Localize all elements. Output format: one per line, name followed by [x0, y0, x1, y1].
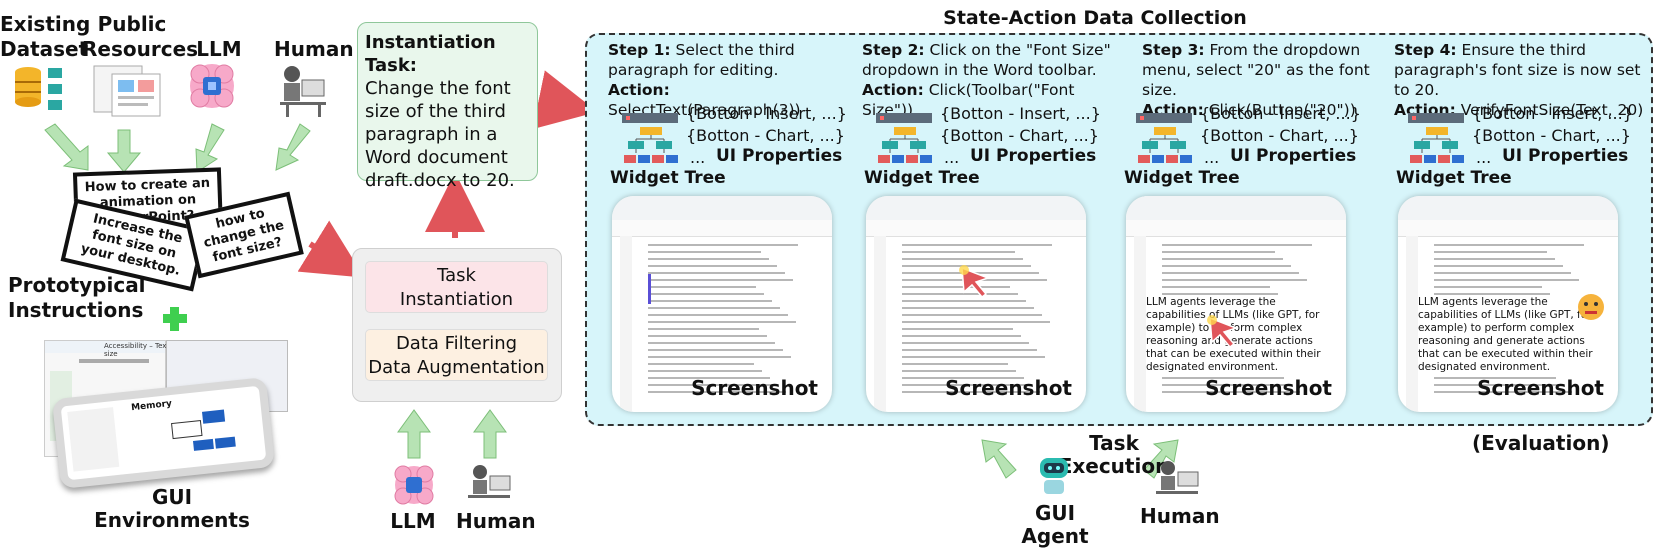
bottom-human-label: Human — [456, 509, 536, 533]
step-1-text: Select the third paragraph for editing. — [608, 41, 795, 79]
database-icon — [15, 67, 62, 110]
red-flow-arrows — [297, 70, 598, 278]
screenshot-label: Screenshot — [1205, 376, 1332, 400]
step-4-description: Step 4: Ensure the third paragraph's fon… — [1394, 40, 1650, 120]
person-at-desk-icon — [280, 66, 326, 117]
ui-property-ellipsis: ... — [690, 148, 706, 167]
bottom-task-human-label: Human — [1140, 504, 1220, 528]
person-at-desk-icon — [1156, 461, 1199, 494]
text-cursor-icon — [648, 274, 656, 304]
widget-tree-label: Widget Tree — [864, 168, 980, 188]
ui-property-line: {Botton - Chart, ...} — [940, 126, 1099, 145]
ui-properties-label: UI Properties — [1230, 146, 1357, 166]
source-public-resources-label: Public Resources — [82, 12, 199, 61]
ui-property-ellipsis: ... — [1476, 148, 1492, 167]
person-at-desk-icon — [468, 465, 511, 498]
ui-property-line: {Botton - Chart, ...} — [686, 126, 845, 145]
data-filtering-augmentation-stage: Data Filtering Data Augmentation — [365, 329, 548, 381]
step-4-title: Step 4: — [1394, 41, 1457, 59]
screenshot-label: Screenshot — [945, 376, 1072, 400]
documents-icon — [93, 65, 161, 117]
screenshot-card-step-3: LLM agents leverage the capabilities of … — [1126, 196, 1346, 412]
slide-title: Memory — [130, 398, 173, 414]
widget-tree-icon — [1408, 113, 1464, 163]
step-1-title: Step 1: — [608, 41, 671, 59]
ui-properties-label: UI Properties — [970, 146, 1097, 166]
ui-property-line: {Botton - Insert, ...} — [1472, 104, 1633, 123]
task-instantiation-stage: Task Instantiation — [365, 261, 548, 313]
click-cursor-icon — [959, 265, 991, 299]
source-to-notes-arrows — [44, 123, 311, 173]
state-action-title: State-Action Data Collection — [943, 7, 1247, 29]
ui-property-line: {Botton - Chart, ...} — [1472, 126, 1631, 145]
step-2-action-label: Action: — [862, 81, 924, 99]
brain-chip-icon — [190, 64, 234, 108]
step-3-action: Click(Button("20")) — [1203, 101, 1356, 119]
step-3-description: Step 3: From the dropdown menu, select "… — [1142, 40, 1392, 120]
ui-property-line: {Botton - Insert, ...} — [1200, 104, 1361, 123]
step-2-description: Step 2: Click on the "Font Size" dropdow… — [862, 40, 1112, 120]
widget-tree-label: Widget Tree — [1124, 168, 1240, 188]
settings-window-title: Accessibility – Text size — [104, 342, 170, 358]
source-human-label: Human — [274, 37, 354, 61]
step-2-text: Click on the "Font Size" dropdown in the… — [862, 41, 1111, 79]
click-cursor-icon — [1207, 315, 1239, 349]
robot-icon — [1040, 458, 1068, 494]
screenshot-card-step-2: Screenshot — [866, 196, 1086, 412]
bottom-up-arrows — [397, 409, 1179, 479]
bottom-llm-label: LLM — [390, 509, 436, 533]
ui-property-ellipsis: ... — [1204, 148, 1220, 167]
screenshot-card-step-1: Screenshot — [612, 196, 832, 412]
widget-tree-label: Widget Tree — [610, 168, 726, 188]
task-execution-label: Task Execution — [1058, 431, 1170, 478]
plus-icon — [163, 307, 187, 331]
enlarged-paragraph: LLM agents leverage the capabilities of … — [1146, 296, 1331, 374]
widget-tree-label: Widget Tree — [1396, 168, 1512, 188]
pipeline-box: Task Instantiation Data Filtering Data A… — [352, 248, 562, 402]
ui-property-ellipsis: ... — [944, 148, 960, 167]
widget-tree-icon — [622, 113, 678, 163]
screenshot-card-step-4: LLM agents leverage the capabilities of … — [1398, 196, 1618, 412]
enlarged-paragraph: LLM agents leverage the capabilities of … — [1418, 296, 1603, 374]
source-existing-dataset-label: Existing Dataset — [0, 12, 91, 61]
step-4-text: Ensure the third paragraph's font size i… — [1394, 41, 1641, 99]
ui-property-line: {Botton - Chart, ...} — [1200, 126, 1359, 145]
step-3-text: From the dropdown menu, select "20" as t… — [1142, 41, 1370, 99]
step-4-action: VerifyFontSize(Text, 20) — [1455, 101, 1644, 119]
widget-tree-icon — [876, 113, 932, 163]
gui-environments-illustration: Accessibility – Text size Memory — [44, 340, 309, 489]
screenshot-label: Screenshot — [691, 376, 818, 400]
step-3-title: Step 3: — [1142, 41, 1205, 59]
widget-tree-icon — [1136, 113, 1192, 163]
ui-property-line: {Botton - Insert, ...} — [686, 104, 847, 123]
thinking-face-icon — [1578, 294, 1604, 320]
ui-properties-label: UI Properties — [716, 146, 843, 166]
gui-agent-label: GUI Agent — [1021, 501, 1089, 548]
instantiation-task-card: Instantiation Task: Change the font size… — [357, 22, 538, 191]
gui-environments-label: GUI Environments — [94, 485, 250, 532]
instantiation-task-text: Change the font size of the third paragr… — [365, 78, 515, 191]
prototypical-instructions-label: Prototypical Instructions — [8, 273, 146, 322]
screenshot-label: Screenshot — [1477, 376, 1604, 400]
ui-properties-label: UI Properties — [1502, 146, 1629, 166]
evaluation-label: (Evaluation) — [1472, 431, 1610, 455]
brain-chip-icon — [394, 465, 434, 505]
source-llm-label: LLM — [196, 37, 242, 61]
step-2-title: Step 2: — [862, 41, 925, 59]
ui-property-line: {Botton - Insert, ...} — [940, 104, 1101, 123]
instantiation-task-heading: Instantiation Task: — [365, 32, 496, 76]
step-1-action-label: Action: — [608, 81, 670, 99]
